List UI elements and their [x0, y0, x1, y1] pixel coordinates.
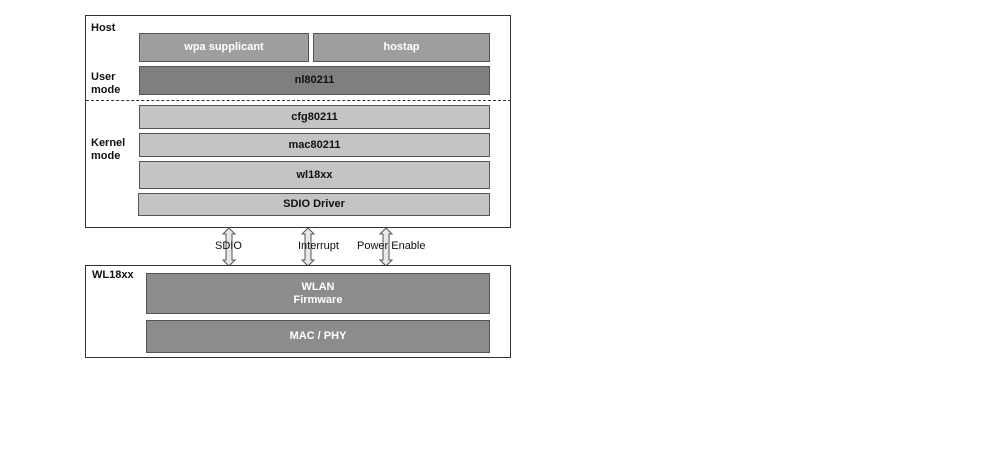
sdio-driver-block: SDIO Driver [138, 193, 490, 216]
mac80211-block: mac80211 [139, 133, 490, 157]
interrupt-link-label: Interrupt [298, 240, 339, 252]
wl18xx-block: wl18xx [139, 161, 490, 189]
kernel-mode-label: Kernel mode [91, 137, 126, 162]
nl80211-block: nl80211 [139, 66, 490, 95]
power-enable-link-label: Power Enable [357, 240, 426, 252]
user-kernel-divider [86, 100, 511, 101]
host-label: Host [91, 22, 116, 34]
mac-phy-block: MAC / PHY [146, 320, 490, 353]
hostap-block: hostap [313, 33, 490, 62]
cfg80211-block: cfg80211 [139, 105, 490, 129]
wl18xx-label: WL18xx [92, 269, 134, 281]
wlan-firmware-block: WLAN Firmware [146, 273, 490, 314]
sdio-link-label: SDIO [215, 240, 242, 252]
user-mode-label: User mode [91, 71, 121, 96]
wpa-supplicant-block: wpa supplicant [139, 33, 309, 62]
